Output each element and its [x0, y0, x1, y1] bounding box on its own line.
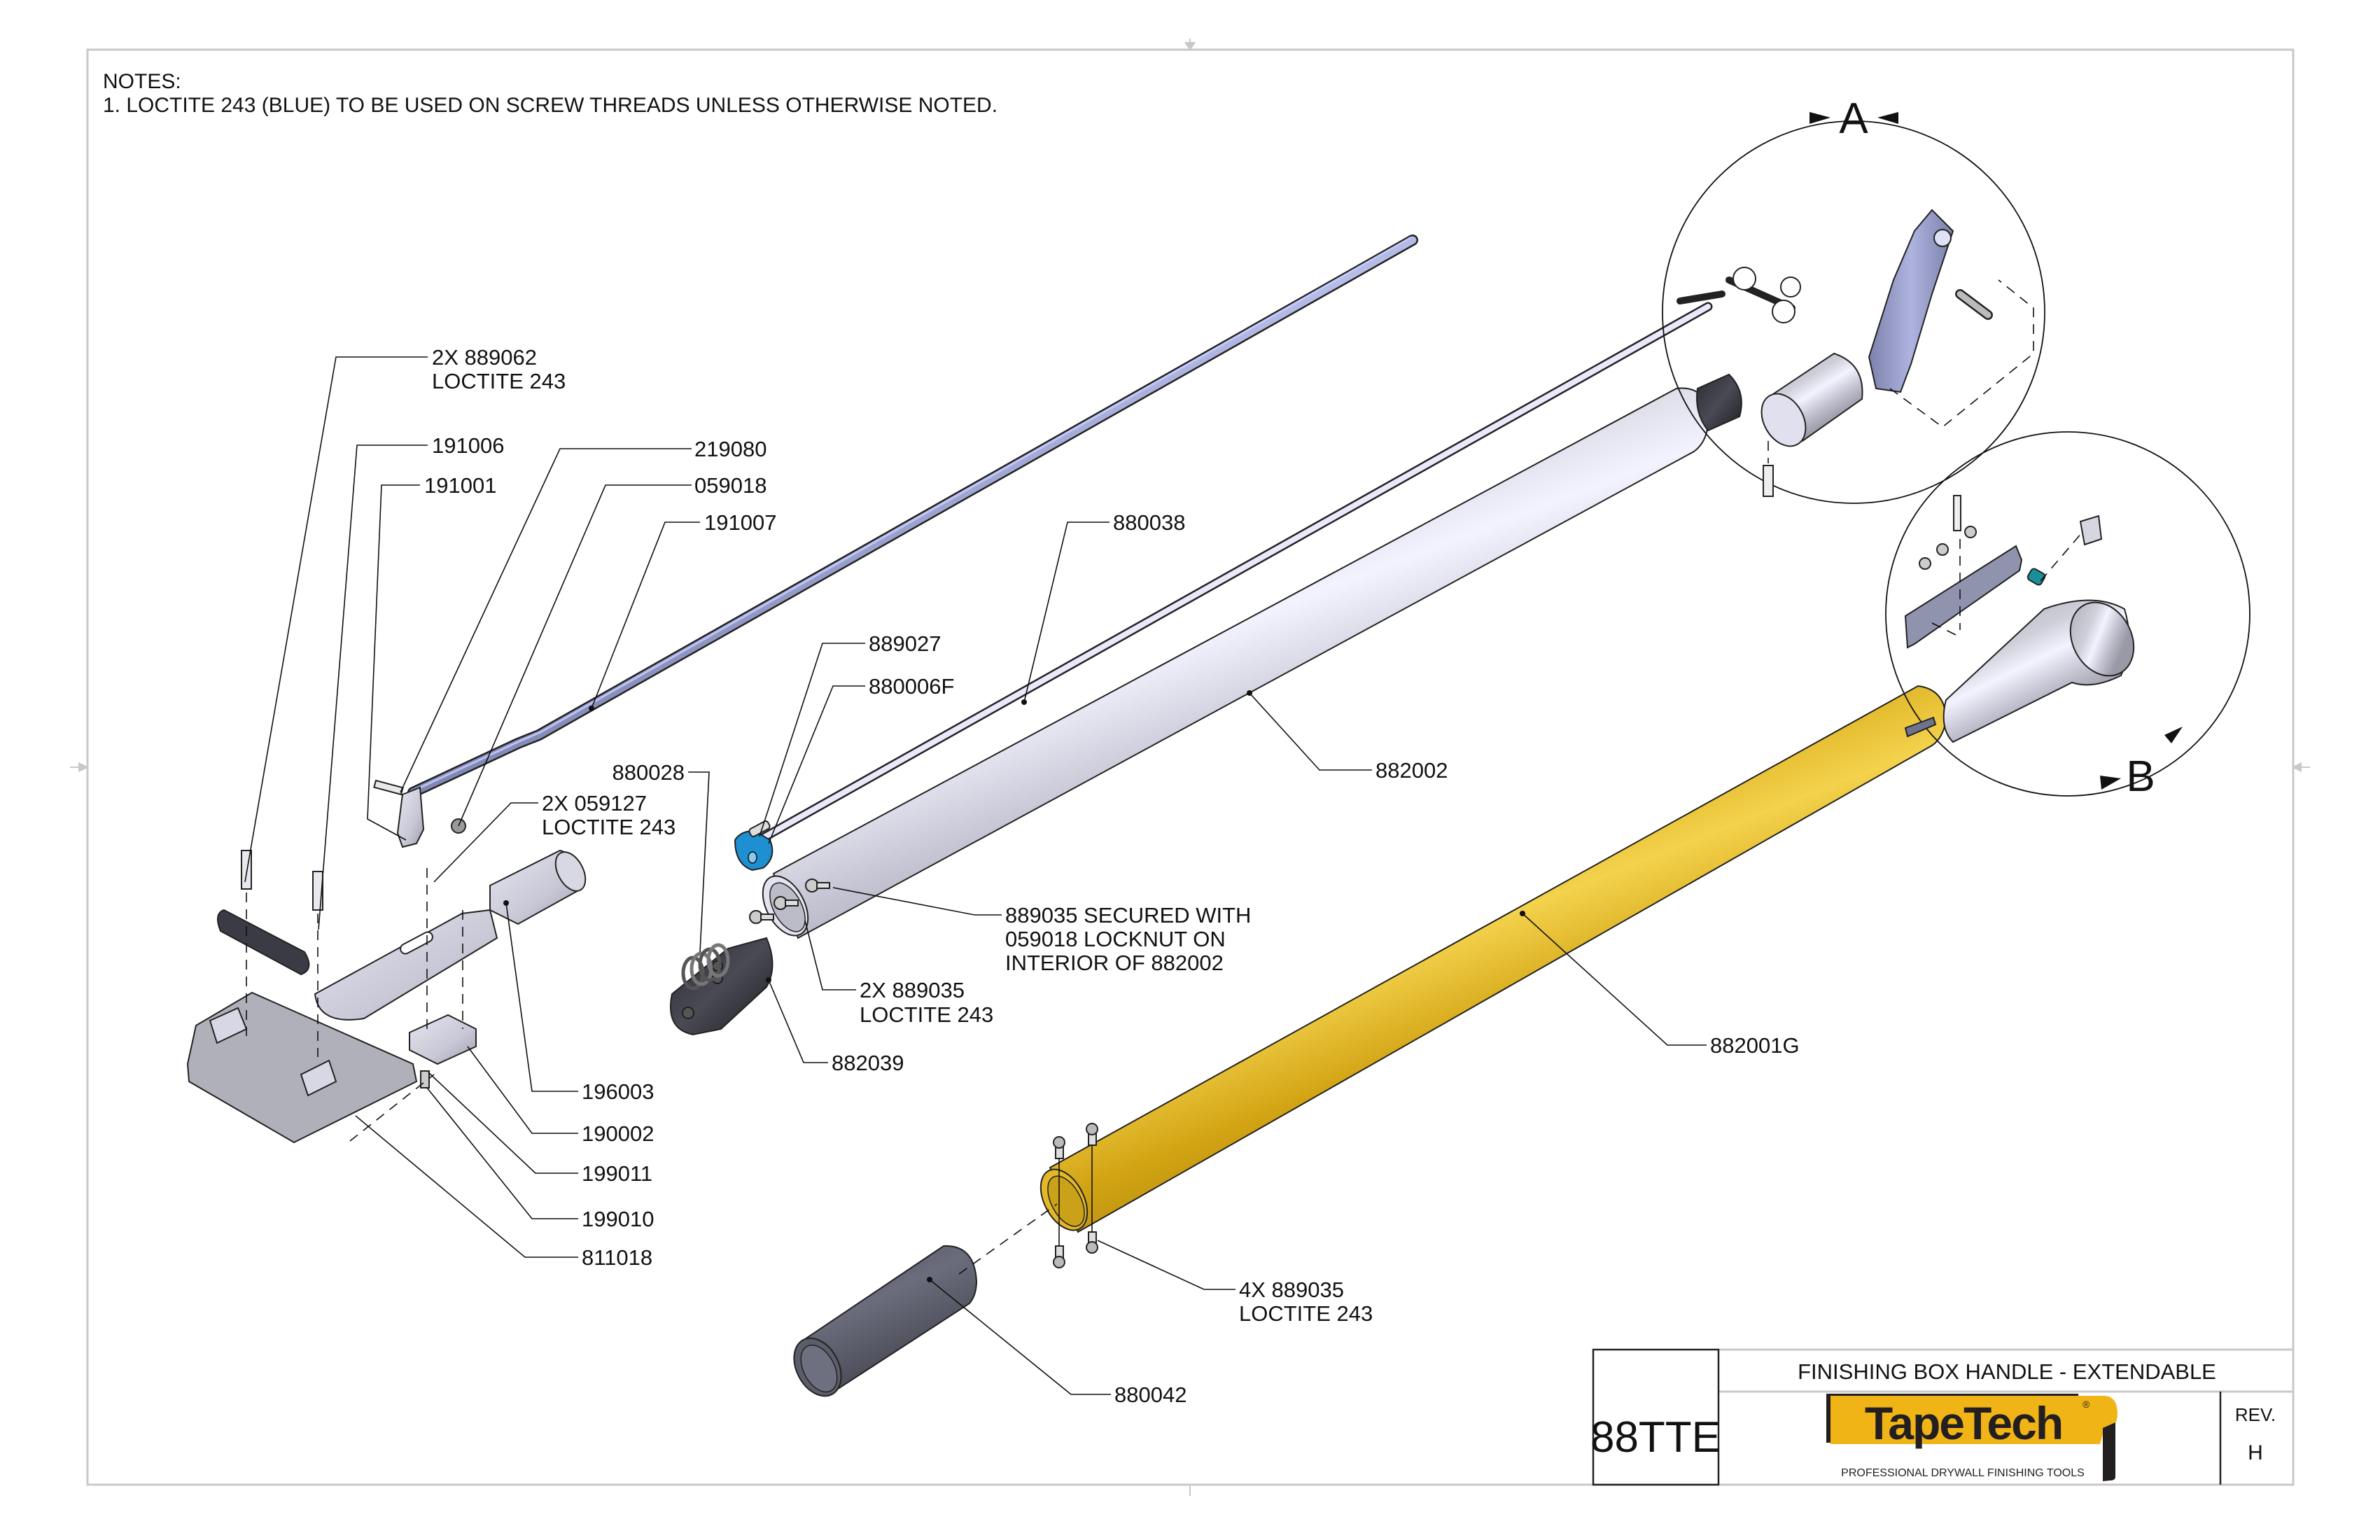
- block-190002: [409, 1014, 477, 1088]
- callout-191006: 191006: [432, 433, 504, 458]
- detail-a-circle: [1662, 120, 2045, 504]
- callout-locknut-line2: 059018 LOCKNUT ON: [1005, 927, 1226, 951]
- callout-219080: 219080: [694, 437, 766, 461]
- leader-lines: [244, 356, 1707, 1395]
- tube-882002: [762, 387, 1709, 939]
- callout-880028: 880028: [612, 760, 685, 785]
- detail-b: B: [1885, 431, 2250, 801]
- callout-880042: 880042: [1114, 1382, 1186, 1407]
- plate-811018: [186, 991, 418, 1144]
- callout-locknut-line3: INTERIOR OF 882002: [1005, 951, 1224, 975]
- callout-882002: 882002: [1376, 758, 1448, 783]
- logo-registered: ®: [2082, 1399, 2090, 1410]
- part-number-cell: [1592, 1348, 1720, 1486]
- clamp-191006: [217, 850, 323, 976]
- callout-811018: 811018: [582, 1245, 652, 1270]
- right-center-mark: [2291, 762, 2310, 772]
- drawing-title: FINISHING BOX HANDLE - EXTENDABLE: [1798, 1359, 2216, 1384]
- callout-199010: 199010: [582, 1207, 654, 1231]
- cam-880006F: [734, 820, 774, 872]
- left-center-mark: [70, 762, 90, 772]
- callouts: 2X 889062 LOCTITE 243 191006 191001 2190…: [424, 345, 1800, 1407]
- callout-882039: 882039: [832, 1051, 904, 1075]
- callout-889035-4x-line2: LOCTITE 243: [1239, 1301, 1373, 1326]
- callout-882001G: 882001G: [1710, 1033, 1800, 1058]
- bracket-191001: [373, 779, 466, 848]
- sheet-frame: [70, 38, 2310, 1496]
- detail-a: A: [1662, 94, 2045, 504]
- title-block: 88TTE FINISHING BOX HANDLE - EXTENDABLE …: [1590, 1348, 2293, 1486]
- detail-b-label: B: [2126, 752, 2155, 801]
- callout-059127-line2: LOCTITE 243: [542, 815, 676, 839]
- logo-brand: TapeTech: [1865, 1397, 2062, 1449]
- tapetech-logo: TapeTech ® PROFESSIONAL DRYWALL FINISHIN…: [1826, 1394, 2118, 1481]
- callout-889062-line1: 2X 889062: [432, 345, 537, 370]
- callout-889027: 889027: [869, 631, 941, 656]
- rod-191007: [407, 234, 1418, 798]
- rail-part: [1904, 545, 2023, 649]
- notes-heading: NOTES:: [103, 70, 181, 93]
- part-number: 88TTE: [1590, 1413, 1721, 1462]
- callout-191007: 191007: [704, 510, 776, 535]
- callout-889035-4x-line1: 4X 889035: [1239, 1278, 1344, 1302]
- detail-a-label: A: [1839, 94, 1868, 143]
- note-1: 1. LOCTITE 243 (BLUE) TO BE USED ON SCRE…: [103, 94, 997, 117]
- callout-191001: 191001: [424, 473, 496, 498]
- rev-label: REV.: [2235, 1404, 2276, 1425]
- callout-196003: 196003: [582, 1079, 654, 1104]
- screws-889035-4x: [1053, 1123, 1098, 1268]
- callout-locknut-line1: 889035 SECURED WITH: [1005, 903, 1251, 927]
- callout-880038: 880038: [1113, 510, 1185, 535]
- callout-199011: 199011: [582, 1161, 652, 1186]
- detail-b-arrows: [2100, 727, 2183, 790]
- callout-889035-2x-line2: LOCTITE 243: [860, 1002, 993, 1027]
- screws-889035-2x: [749, 878, 830, 924]
- detail-b-circle: [1885, 431, 2250, 797]
- detail-a-arrows: [1809, 112, 1898, 124]
- spring-880028: [681, 943, 730, 990]
- end-cap-882039: [670, 937, 774, 1036]
- callout-889062-line2: LOCTITE 243: [432, 369, 566, 393]
- handle-body-196003: [314, 849, 587, 1021]
- callout-059127-line1: 2X 059127: [542, 791, 647, 816]
- notes-block: NOTES: 1. LOCTITE 243 (BLUE) TO BE USED …: [103, 70, 997, 117]
- rod-880038: [758, 302, 1713, 843]
- logo-tagline: PROFESSIONAL DRYWALL FINISHING TOOLS: [1841, 1467, 2085, 1479]
- teal-bushing: [2026, 568, 2046, 586]
- insert-part: [1696, 373, 1742, 432]
- grip-880042: [793, 1203, 1058, 1397]
- border-rect: [86, 48, 2295, 1486]
- tube-882001G: [1040, 685, 1947, 1268]
- callout-889035-2x-line1: 2X 889035: [860, 978, 965, 1002]
- arm-part: [1868, 209, 1954, 393]
- callout-059018: 059018: [694, 473, 766, 498]
- top-center-mark: [1184, 38, 1196, 51]
- callout-190002: 190002: [582, 1121, 654, 1146]
- callout-880006F: 880006F: [869, 674, 954, 699]
- rev-value: H: [2248, 1441, 2263, 1464]
